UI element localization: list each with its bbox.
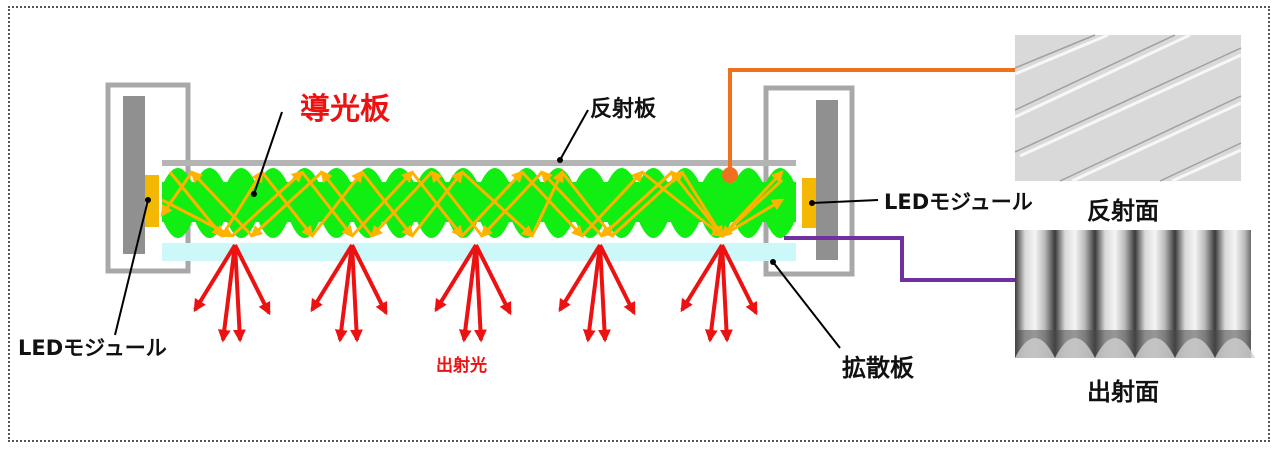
guide-plate-top-bump bbox=[225, 168, 258, 186]
light-ray-segment bbox=[430, 170, 484, 237]
emitted-ray bbox=[474, 244, 512, 316]
emitted-ray bbox=[193, 243, 237, 313]
left-led-chip bbox=[145, 175, 159, 227]
reflector-pointer bbox=[559, 109, 589, 161]
emission-leader-line bbox=[784, 236, 1016, 282]
left-led-board bbox=[123, 96, 145, 254]
emitted-ray bbox=[310, 243, 354, 313]
reflector-plate bbox=[162, 160, 796, 166]
emission-ridge-tip bbox=[1015, 338, 1055, 358]
emitted-ray bbox=[233, 244, 271, 316]
emitted-light-label: 出射光 bbox=[436, 355, 487, 376]
light-ray-segment bbox=[370, 170, 434, 238]
emitted-ray bbox=[434, 243, 478, 313]
diffuser-plate-label: 拡散板 bbox=[842, 354, 915, 382]
emitted-ray bbox=[704, 244, 724, 343]
light-ray-segment bbox=[168, 171, 224, 238]
light-ray-segment bbox=[310, 170, 364, 237]
guide-plate-bottom-bump bbox=[732, 218, 765, 238]
light-ray-segment bbox=[720, 178, 784, 238]
emitted-ray bbox=[458, 244, 478, 343]
diffuser-pointer bbox=[772, 261, 841, 349]
emitted-ray bbox=[350, 244, 388, 316]
right-led-board bbox=[816, 100, 838, 260]
light-ray-segment bbox=[250, 170, 324, 238]
emitted-ray bbox=[582, 244, 602, 343]
guide-plate-bottom-bump bbox=[162, 218, 194, 238]
light-ray-segment bbox=[540, 170, 604, 238]
guide-plate-top-bump bbox=[479, 168, 511, 186]
right-led-pointer bbox=[811, 199, 879, 204]
light-ray-segment bbox=[600, 170, 674, 238]
light-ray-segment bbox=[610, 170, 684, 238]
emission-ridge-tip bbox=[1055, 338, 1095, 358]
guide-plate-bottom-bump bbox=[764, 218, 796, 238]
light-ray-segment bbox=[360, 171, 414, 238]
light-ray-segment bbox=[220, 169, 264, 237]
emitted-ray bbox=[598, 244, 636, 316]
guide-plate-top-bump bbox=[732, 168, 765, 186]
grooved-reflection-surface-micrograph bbox=[1014, 33, 1242, 183]
emission-ridge-tip bbox=[1175, 338, 1215, 358]
light-ray-segment bbox=[190, 170, 254, 238]
light-ray-segment bbox=[160, 171, 194, 217]
emitted-ray bbox=[233, 244, 246, 343]
light-ray-segment bbox=[410, 170, 464, 237]
emitted-ray bbox=[598, 244, 611, 343]
emitted-ray bbox=[350, 244, 363, 343]
guide-plate-top-bump bbox=[574, 168, 606, 186]
reflection-surface-label: 反射面 bbox=[1087, 197, 1159, 225]
emission-ridge-tip bbox=[1095, 338, 1135, 358]
light-ray-segment bbox=[460, 170, 534, 238]
emitted-ray bbox=[334, 244, 354, 343]
emitted-light-rays bbox=[193, 243, 758, 343]
emitted-ray bbox=[474, 244, 487, 343]
guide-plate-pointer bbox=[253, 111, 283, 195]
reflector-leader-line bbox=[722, 68, 1016, 183]
reflector-plate-label: 反射板 bbox=[590, 96, 657, 122]
emitted-ray bbox=[680, 243, 724, 313]
left-led-module-label: LEDモジュール bbox=[18, 336, 167, 360]
guide-plate-bottom-bump bbox=[637, 218, 670, 238]
light-ray-segment bbox=[641, 170, 724, 238]
emission-surface-label: 出射面 bbox=[1087, 378, 1159, 406]
guide-plate-bottom-bump bbox=[542, 218, 575, 238]
guide-plate-bottom-bump bbox=[415, 218, 448, 238]
right-led-module-label: LEDモジュール bbox=[884, 190, 1033, 214]
guide-plate-bottom-bump bbox=[669, 218, 701, 238]
reflector-marker-dot bbox=[722, 167, 738, 183]
left-led-housing bbox=[105, 82, 191, 274]
light-ray-segment bbox=[320, 170, 374, 237]
light-guide-plate-label: 導光板 bbox=[300, 92, 390, 127]
emission-ridge-tip bbox=[1135, 338, 1175, 358]
left-led-pointer bbox=[114, 199, 149, 336]
diagram-frame bbox=[8, 6, 1270, 442]
emitted-ray bbox=[558, 243, 602, 313]
guide-plate-top-bump bbox=[257, 168, 289, 186]
guide-plate-top-bump bbox=[605, 168, 638, 186]
right-led-housing bbox=[763, 85, 855, 277]
light-ray-segment bbox=[480, 170, 544, 238]
emitted-ray bbox=[720, 244, 733, 343]
emitted-ray bbox=[217, 244, 237, 343]
light-ray-segment bbox=[670, 170, 724, 237]
lenticular-emission-surface-micrograph bbox=[1015, 230, 1255, 358]
emitted-ray bbox=[720, 244, 758, 316]
light-ray-segment bbox=[530, 169, 564, 237]
emission-ridge-tip bbox=[1215, 338, 1255, 358]
light-rays bbox=[160, 169, 785, 239]
